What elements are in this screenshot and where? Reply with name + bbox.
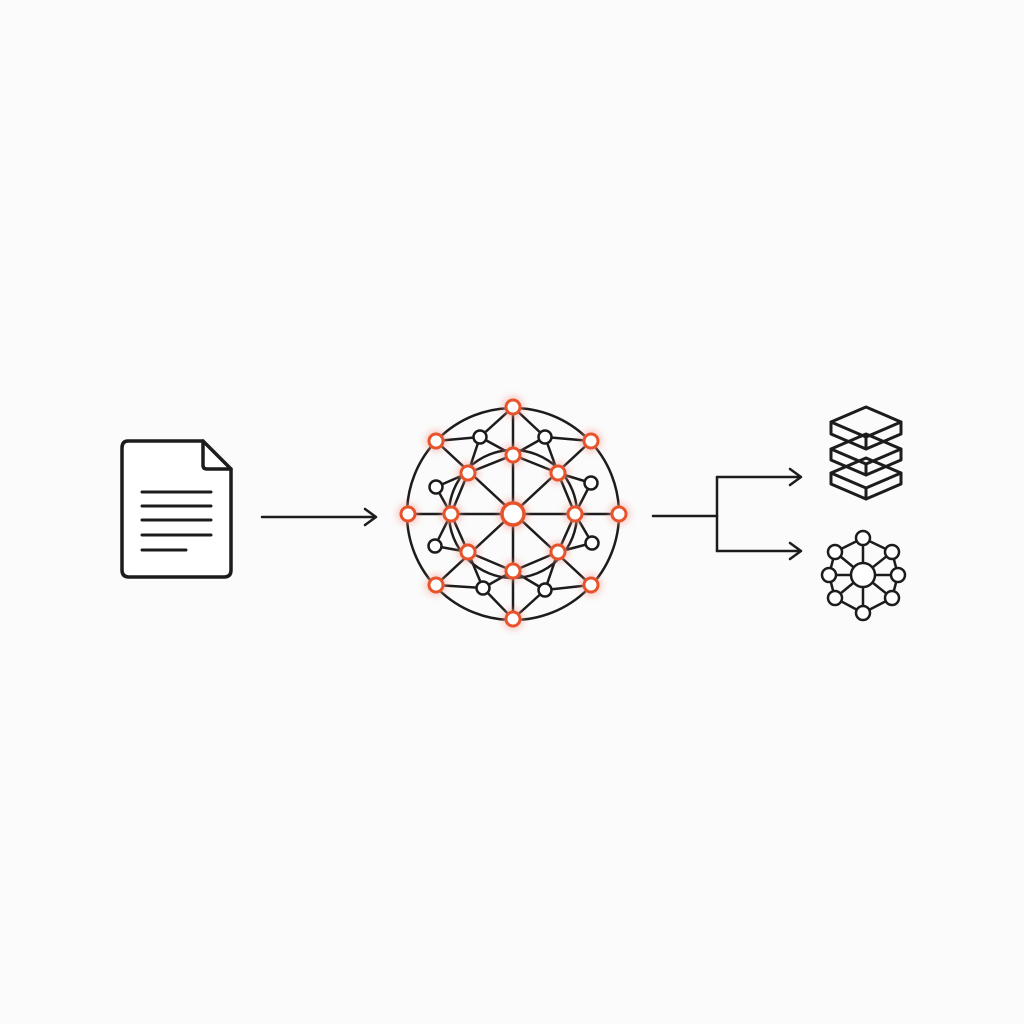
database-stack-icon — [829, 405, 903, 501]
document-icon — [120, 439, 233, 579]
network-core-node — [500, 501, 526, 527]
network-nodes-active — [399, 398, 628, 628]
arrow-right-icon — [260, 507, 378, 527]
network-nodes-plain — [427, 429, 600, 598]
knowledge-graph-icon — [820, 529, 907, 622]
branch-arrow-icon — [651, 467, 803, 561]
neural-network-globe-icon — [399, 398, 628, 628]
